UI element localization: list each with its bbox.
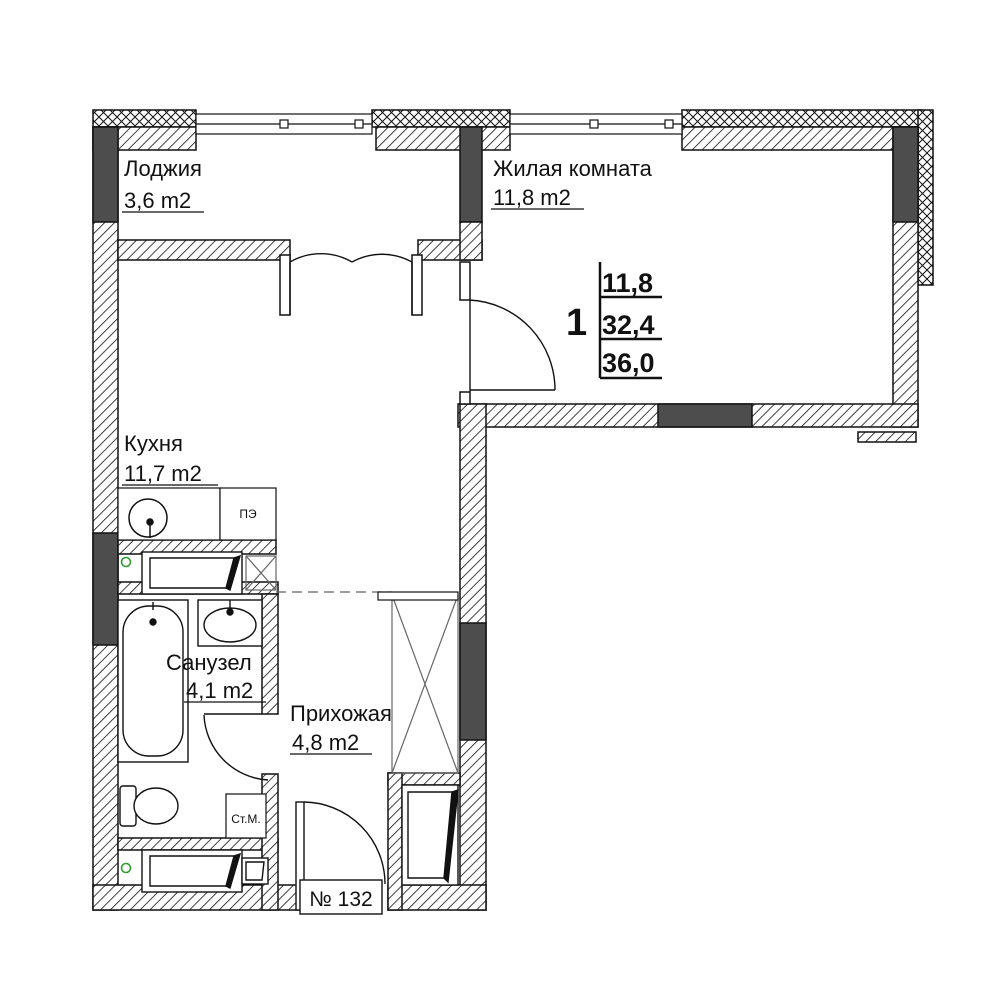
- room-label-living: Жилая комната 11,8 m2: [491, 156, 653, 210]
- structural-columns: [92, 126, 919, 741]
- apartment-number-plate: № 132: [299, 879, 383, 915]
- room-name: Санузел: [166, 650, 252, 675]
- area-summary: 1 11,8 32,4 36,0: [566, 262, 662, 380]
- windows: [195, 113, 683, 135]
- room-area: 3,6 m2: [124, 188, 191, 213]
- stove-label: ПЭ: [239, 507, 257, 521]
- kitchen-sink-icon: [128, 498, 168, 538]
- wardrobe-and-ducts: [245, 555, 459, 774]
- room-label-hallway: Прихожая 4,8 m2: [290, 701, 392, 755]
- room-label-bathroom: Санузел 4,1 m2: [166, 650, 266, 703]
- rooms-count: 1: [566, 302, 587, 344]
- room-name: Кухня: [124, 431, 183, 456]
- room-area: 11,8 m2: [493, 185, 571, 210]
- total-with-loggia-value: 36,0: [602, 348, 655, 378]
- ventilation-blocks: [141, 551, 459, 893]
- plumbing-riser-markers: [120, 556, 132, 874]
- total-area-value: 32,4: [602, 310, 655, 340]
- washing-machine-icon: [225, 793, 267, 839]
- room-label-kitchen: Кухня 11,7 m2: [122, 431, 218, 486]
- room-name: Лоджия: [124, 156, 202, 181]
- room-name: Прихожая: [290, 701, 392, 726]
- room-area: 4,1 m2: [186, 678, 253, 703]
- washbasin-icon: [197, 599, 263, 647]
- toilet-icon: [119, 785, 179, 827]
- room-area: 11,7 m2: [124, 461, 202, 486]
- apartment-number: № 132: [309, 888, 372, 911]
- doors: [203, 252, 556, 911]
- bathtub-icon: [117, 599, 189, 763]
- living-area-value: 11,8: [602, 268, 653, 298]
- washing-machine-label: Ст.М.: [231, 812, 261, 826]
- room-area: 4,8 m2: [292, 730, 359, 755]
- room-label-loggia: Лоджия 3,6 m2: [122, 156, 204, 213]
- room-name: Жилая комната: [493, 156, 653, 181]
